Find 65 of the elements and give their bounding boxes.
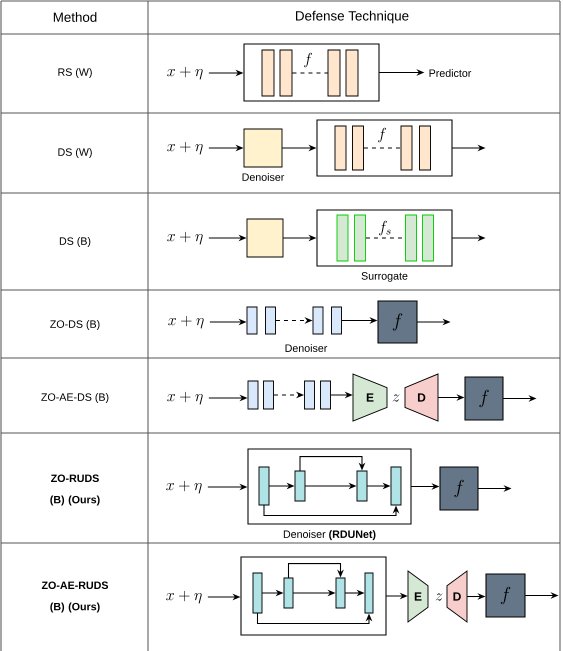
function-symbol: $f$ <box>304 52 312 68</box>
layer-bar <box>334 126 346 170</box>
layer-bar <box>336 578 346 608</box>
layer-bar <box>422 214 434 262</box>
input-formula: $x + \eta$ <box>166 480 202 494</box>
skip-arrow <box>299 456 366 471</box>
layer-bar <box>364 572 374 614</box>
layer-bar <box>258 466 270 506</box>
layer-bar <box>354 214 366 262</box>
decoder-trapezoid: D <box>404 373 438 422</box>
layer-bar <box>263 380 274 410</box>
layer-bar <box>346 50 358 96</box>
method-name: DS (B) <box>60 237 90 247</box>
dashed-line <box>292 72 328 74</box>
layer-bar <box>265 306 276 334</box>
method-name: RS (W) <box>58 68 92 78</box>
layer-bar <box>284 578 294 608</box>
layer-bar <box>262 50 274 96</box>
method-name: ZO-AE-DS (B) <box>41 393 108 403</box>
method-name: ZO-RUDS (B) (Ours) <box>50 474 100 506</box>
layer-bar <box>400 126 412 170</box>
node-label: Denoiser <box>242 173 284 181</box>
layer-bar <box>252 572 262 614</box>
layer-bar <box>336 214 348 262</box>
input-formula: $x + \eta$ <box>166 590 202 604</box>
denoiser-box <box>246 218 284 258</box>
function-symbol: $f$ <box>378 128 386 142</box>
layer-bar <box>331 306 342 334</box>
column-header: Method <box>54 12 96 22</box>
latent-symbol: $z$ <box>392 394 400 402</box>
layer-bar <box>280 50 292 96</box>
layer-bar <box>390 466 402 506</box>
decoder-trapezoid: D <box>446 570 468 623</box>
method-name: ZO-DS (B) <box>50 320 100 330</box>
classifier-box: $f$ <box>377 300 418 344</box>
layer-bar <box>294 470 306 502</box>
method-name: DS (W) <box>58 148 92 158</box>
layer-bar <box>405 214 417 262</box>
output-label: Predictor <box>430 69 472 77</box>
layer-bar <box>312 306 324 334</box>
input-formula: $x + \eta$ <box>167 392 203 404</box>
node-label: Surrogate <box>362 272 408 282</box>
input-formula: $x + \eta$ <box>167 66 203 80</box>
method-name: ZO-AE-RUDS (B) (Ours) <box>42 582 108 612</box>
dashed-line <box>364 147 401 149</box>
input-formula: $x + \eta$ <box>167 232 203 244</box>
skip-arrow <box>288 563 344 578</box>
classifier-box: $f$ <box>485 573 526 618</box>
classifier-box: $f$ <box>464 376 504 421</box>
input-formula: $x + \eta$ <box>168 316 204 328</box>
layer-bar <box>328 50 340 96</box>
latent-symbol: $z$ <box>436 593 442 601</box>
layer-bar <box>320 380 331 410</box>
layer-bar <box>304 380 315 410</box>
function-symbol: $f_s$ <box>379 220 391 236</box>
caption: Denoiser <box>286 344 328 352</box>
classifier-box: $f$ <box>439 466 479 511</box>
node-label: Denoiser (RDUNet) <box>284 530 376 540</box>
layer-bar <box>246 306 258 334</box>
input-formula: $x + \eta$ <box>167 142 203 154</box>
layer-bar <box>419 126 431 170</box>
layer-bar <box>352 126 364 170</box>
layer-bar <box>356 470 368 502</box>
column-header: Defense Technique <box>296 10 408 24</box>
layer-bar <box>248 380 258 410</box>
